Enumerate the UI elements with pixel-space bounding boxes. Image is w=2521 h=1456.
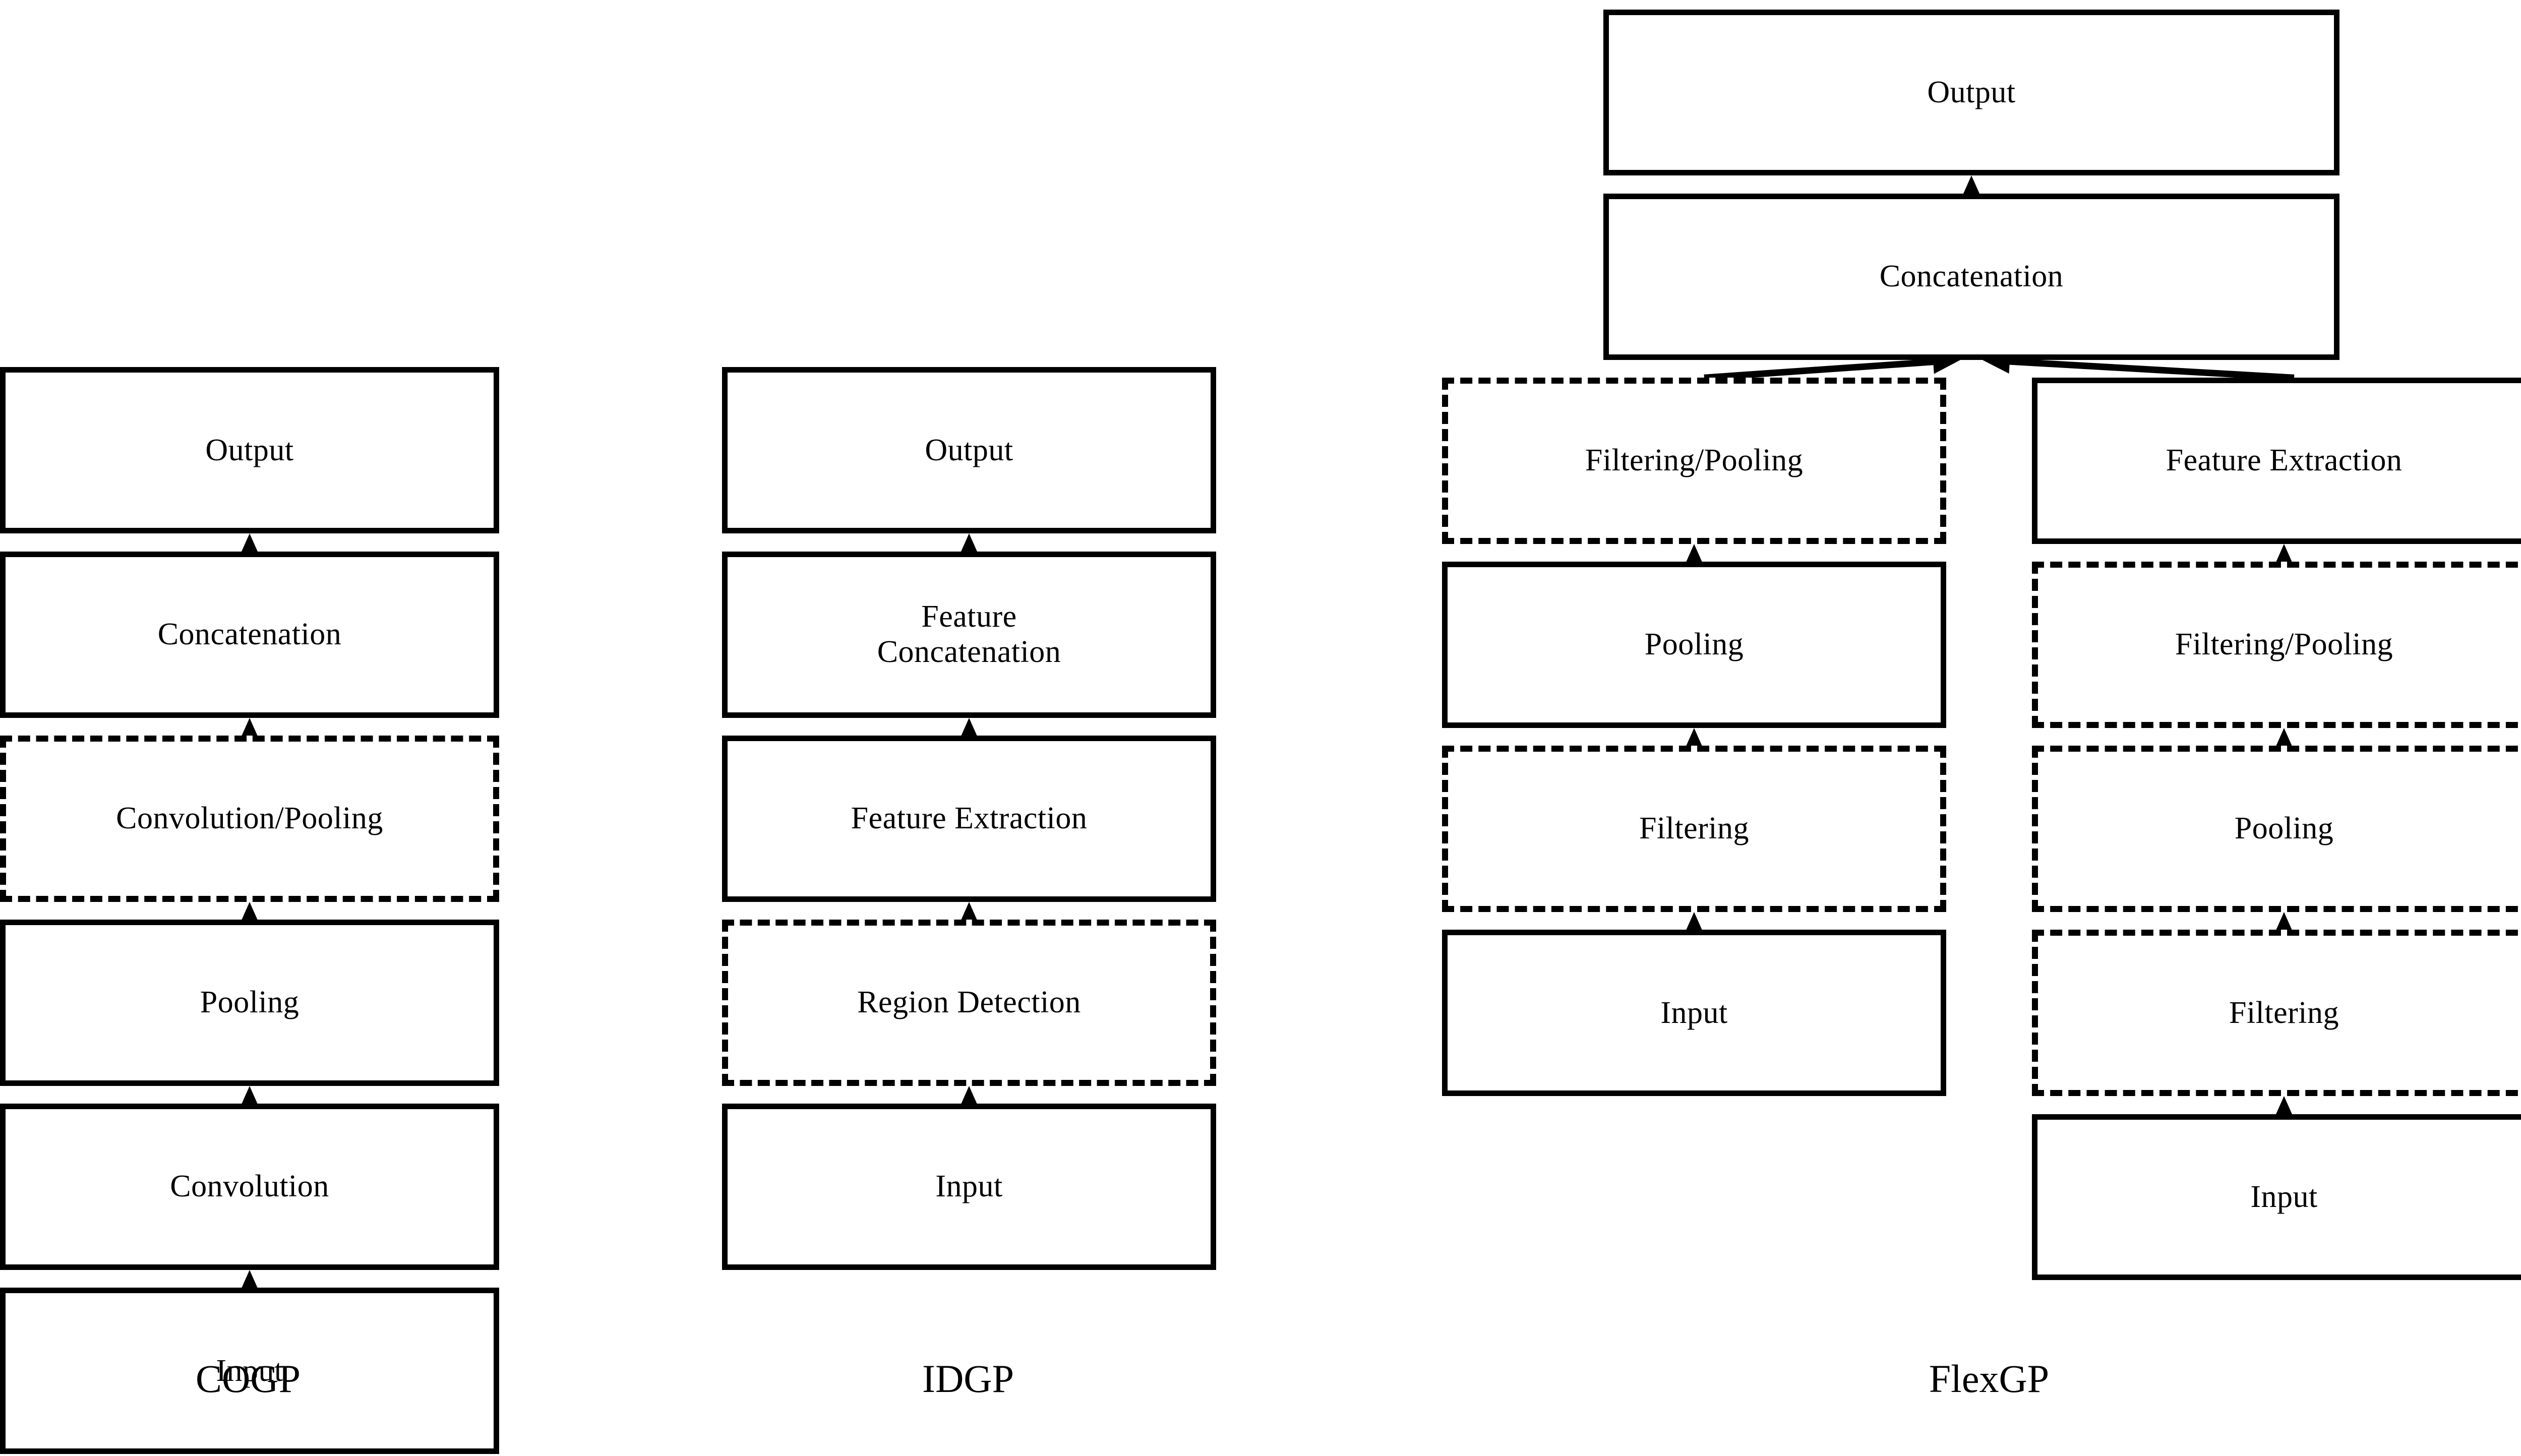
node-filtering: Filtering xyxy=(1442,746,1946,913)
node-label: Output xyxy=(1927,75,2016,109)
node-label: Input xyxy=(1660,995,1728,1030)
node-label: Output xyxy=(925,433,1013,467)
node-label: Filtering xyxy=(2229,995,2339,1030)
node-label: Pooling xyxy=(200,985,299,1020)
node-label: Feature Extraction xyxy=(2166,443,2403,478)
column-label-idgp: IDGP xyxy=(922,1357,1014,1401)
node-input: Input xyxy=(722,1104,1216,1270)
node-label: Input xyxy=(935,1169,1003,1204)
node-concatenation: Concatenation xyxy=(0,551,499,718)
column-label-cogp: COGP xyxy=(195,1357,301,1401)
node-label: Filtering/Pooling xyxy=(2175,627,2393,662)
node-label: Pooling xyxy=(2234,811,2334,846)
node-concatenation: Concatenation xyxy=(1603,193,2339,360)
column-label-flexgp: FlexGP xyxy=(1929,1357,2050,1401)
node-convolution-pooling: Convolution/Pooling xyxy=(0,735,499,902)
node-label: Feature Extraction xyxy=(851,801,1088,836)
node-output: Output xyxy=(1603,9,2339,176)
node-label: Input xyxy=(2250,1179,2318,1214)
node-pooling: Pooling xyxy=(0,920,499,1086)
node-label: Pooling xyxy=(1644,627,1744,662)
node-input: Input xyxy=(1442,930,1946,1097)
node-output: Output xyxy=(722,367,1216,534)
node-pooling: Pooling xyxy=(2032,746,2521,913)
node-filtering-pooling: Filtering/Pooling xyxy=(1442,377,1946,544)
node-feature-extraction: Feature Extraction xyxy=(722,735,1216,902)
node-label: Convolution xyxy=(170,1169,329,1204)
node-output: Output xyxy=(0,367,499,534)
node-label: Output xyxy=(205,433,294,467)
node-pooling: Pooling xyxy=(1442,562,1946,728)
node-filtering: Filtering xyxy=(2032,930,2521,1097)
node-region-detection: Region Detection xyxy=(722,920,1216,1086)
node-filtering-pooling: Filtering/Pooling xyxy=(2032,562,2521,728)
node-label: Filtering/Pooling xyxy=(1585,443,1804,478)
node-label: Concatenation xyxy=(1879,259,2064,293)
node-input: Input xyxy=(0,1288,499,1454)
node-label: Region Detection xyxy=(857,985,1081,1020)
node-label: Concatenation xyxy=(157,617,342,651)
node-label: Convolution/Pooling xyxy=(116,801,383,836)
node-label: Input xyxy=(216,1353,283,1388)
node-convolution: Convolution xyxy=(0,1104,499,1270)
node-input: Input xyxy=(2032,1114,2521,1281)
node-label: Filtering xyxy=(1639,811,1750,846)
node-feature-extraction: Feature Extraction xyxy=(2032,377,2521,544)
